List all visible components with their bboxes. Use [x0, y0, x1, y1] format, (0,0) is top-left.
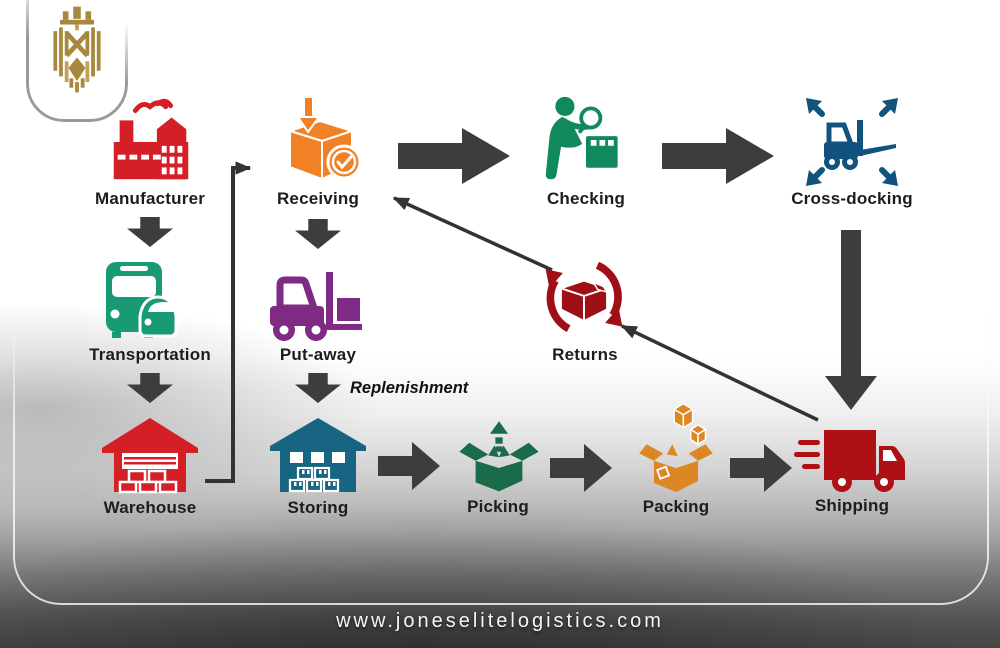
forklift-out-arrows-icon [806, 98, 898, 186]
open-box-up-arrow-icon [459, 421, 539, 492]
replenishment-annotation: Replenishment [350, 379, 469, 397]
label-packing: Packing [642, 497, 710, 516]
company-logo [53, 6, 101, 93]
label-picking: Picking [467, 497, 529, 516]
arrow-putaway-to-storing [295, 372, 341, 404]
arrow-checking-to-crossdocking [662, 128, 774, 184]
arrow-transportation-to-warehouse [127, 372, 173, 404]
box-received-icon [286, 96, 362, 181]
forklift-box-icon [270, 272, 362, 341]
inspector-magnifier-icon [545, 96, 618, 180]
label-receiving: Receiving [276, 189, 360, 208]
delivery-truck-icon [794, 430, 905, 492]
box-rotate-arrows-icon [545, 261, 623, 333]
label-storing: Storing [287, 498, 349, 517]
storage-shed-icon [270, 418, 366, 493]
website-url: www.joneselitelogistics.com [336, 610, 664, 632]
arrow-crossdocking-to-shipping [825, 230, 877, 410]
factory-icon [113, 98, 189, 180]
label-shipping: Shipping [814, 496, 890, 515]
warehouse-icon [102, 418, 198, 494]
arrow-storing-to-picking [378, 442, 440, 490]
arrow-packing-to-shipping [730, 444, 792, 492]
bus-car-icon [106, 262, 184, 338]
arrow-receiving-to-putaway [295, 218, 341, 250]
arrow-picking-to-packing [550, 444, 612, 492]
label-warehouse: Warehouse [103, 498, 197, 517]
arrow-manufacturer-to-transportation [127, 216, 173, 248]
label-checking: Checking [546, 189, 626, 208]
label-cross-docking: Cross-docking [791, 189, 913, 208]
label-transportation: Transportation [89, 345, 211, 364]
label-returns: Returns [552, 345, 618, 364]
label-manufacturer: Manufacturer [94, 189, 206, 208]
label-put-away: Put-away [279, 345, 357, 364]
arrow-receiving-to-checking [398, 128, 510, 184]
packing-box-cubes-icon [639, 402, 713, 493]
